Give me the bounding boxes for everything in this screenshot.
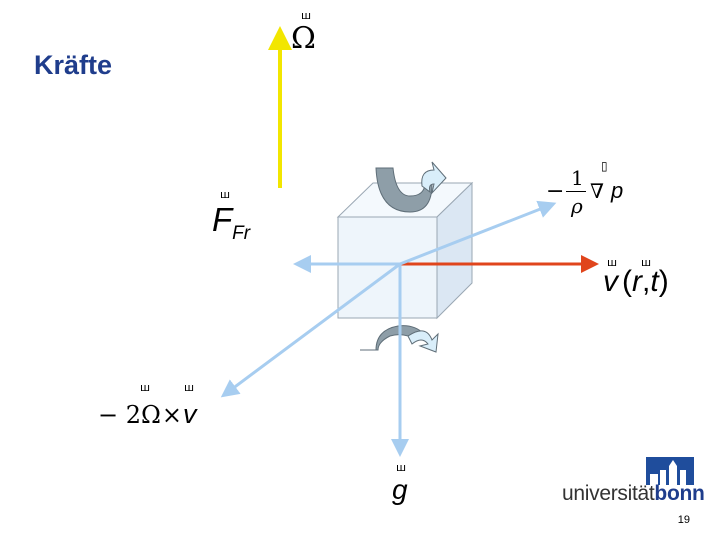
gravity-label: ш g (392, 476, 408, 504)
friction-accent: ш (220, 189, 230, 200)
university-logo-text: universitätbonn (562, 482, 705, 506)
cube-front-face (338, 217, 437, 318)
pressure-nabla: ∇ (590, 181, 604, 201)
gravity-symbol: g (392, 474, 408, 505)
pressure-variable: p (611, 180, 623, 202)
coriolis-force-arrow (228, 264, 400, 392)
gravity-accent: ш (396, 462, 406, 473)
coriolis-times: × (161, 401, 183, 429)
coriolis-label: ш ш − 2Ω×v (98, 401, 197, 428)
page-number: 19 (678, 514, 690, 526)
omega-label: ш Ω (291, 24, 316, 54)
velocity-open-paren: ( (618, 265, 632, 298)
friction-label: ш FFr (212, 203, 250, 236)
coriolis-prefix: − 2 (98, 401, 141, 429)
pressure-gradient-label: ▯ − 1 ρ ∇ p (546, 160, 646, 230)
coriolis-velocity: v (183, 399, 197, 429)
velocity-close-paren: ) (659, 265, 669, 298)
logo-text-suffix: bonn (654, 482, 704, 505)
friction-subscript: Fr (232, 223, 250, 244)
velocity-label: ш ш v(r,t) (603, 267, 669, 297)
omega-symbol: Ω (291, 21, 316, 56)
velocity-symbol: v (603, 265, 618, 298)
coriolis-accent-v: ш (184, 382, 194, 393)
pressure-minus: − (546, 181, 564, 203)
friction-symbol: F (212, 201, 232, 238)
pressure-denominator: ρ (571, 196, 583, 216)
pressure-marker: ▯ (601, 160, 608, 172)
velocity-position: r (632, 265, 642, 298)
velocity-accent-v: ш (607, 257, 617, 268)
university-logo-emblem (646, 457, 694, 485)
logo-text-prefix: universität (562, 482, 654, 505)
omega-accent: ш (301, 10, 311, 21)
velocity-time: t (650, 265, 658, 298)
pressure-numerator: 1 (571, 168, 584, 188)
coriolis-omega: Ω (141, 401, 161, 429)
velocity-accent-r: ш (641, 257, 651, 268)
coriolis-accent-omega: ш (140, 382, 150, 393)
pressure-fraction-bar (566, 191, 586, 192)
